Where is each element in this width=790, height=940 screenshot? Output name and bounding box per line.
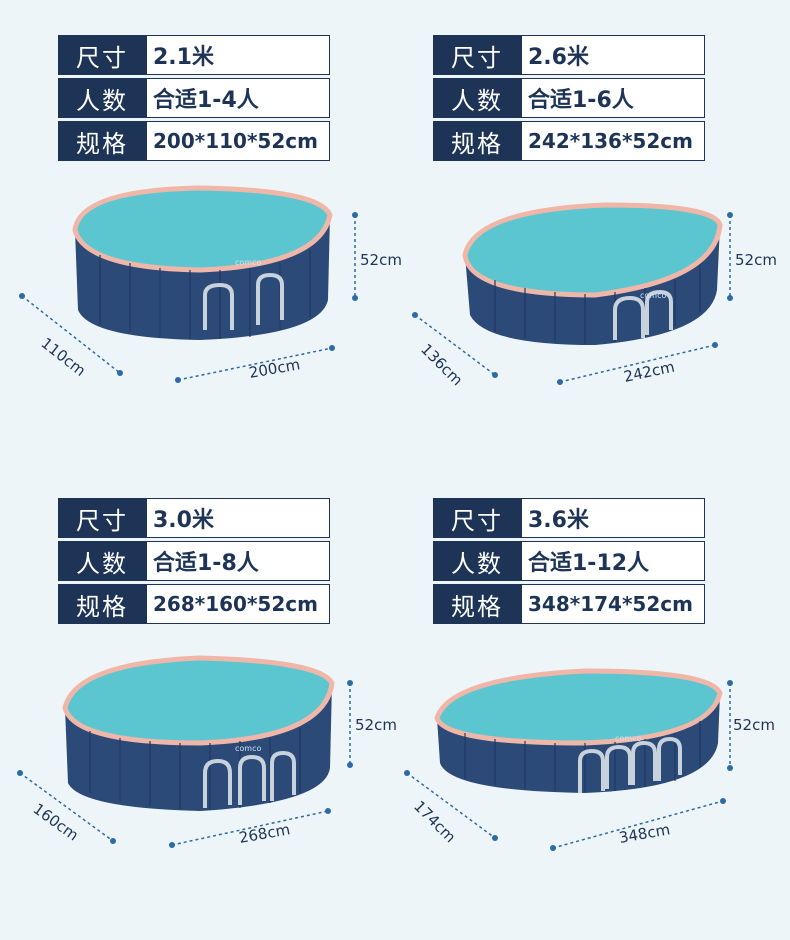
width-label: 174cm — [410, 797, 459, 846]
brand-logo: comco — [640, 291, 666, 300]
spec-table: 尺寸 3.0米 人数 合适1-8人 规格 268*160*52cm — [58, 498, 330, 627]
spec-value: 合适1-8人 — [146, 541, 330, 581]
pool-ladder — [203, 750, 296, 808]
dimension-lines — [412, 212, 733, 385]
pool-illustration: comco 52cm 136cm 242cm — [412, 202, 777, 389]
pool-body — [72, 185, 333, 340]
spec-value: 268*160*52cm — [146, 584, 330, 624]
pool-ladder — [613, 289, 673, 340]
spec-row-capacity: 人数 合适1-12人 — [433, 541, 705, 581]
spec-key: 人数 — [58, 541, 146, 581]
dimension-lines — [19, 212, 358, 383]
spec-value: 3.0米 — [146, 498, 330, 538]
spec-key: 规格 — [58, 121, 146, 161]
spec-key: 规格 — [433, 121, 521, 161]
length-label: 268cm — [238, 820, 292, 847]
spec-value: 合适1-6人 — [521, 78, 705, 118]
spec-table: 尺寸 2.6米 人数 合适1-6人 规格 242*136*52cm — [433, 35, 705, 164]
spec-row-capacity: 人数 合适1-6人 — [433, 78, 705, 118]
length-label: 200cm — [248, 355, 302, 382]
spec-value: 242*136*52cm — [521, 121, 705, 161]
brand-logo: comco — [235, 258, 261, 267]
pool-ladder — [578, 736, 682, 793]
spec-key: 尺寸 — [58, 35, 146, 75]
height-label: 52cm — [355, 716, 397, 734]
spec-row-dimensions: 规格 242*136*52cm — [433, 121, 705, 161]
pool-illustration: comco 52cm 160cm 268cm — [17, 655, 397, 848]
height-label: 52cm — [360, 251, 402, 269]
length-label: 242cm — [622, 358, 676, 386]
width-label: 160cm — [30, 800, 82, 845]
spec-key: 规格 — [433, 584, 521, 624]
dimension-lines — [404, 680, 733, 851]
spec-key: 规格 — [58, 584, 146, 624]
pool-panel-3-6m: 尺寸 3.6米 人数 合适1-12人 规格 348*174*52cm — [375, 465, 775, 935]
spec-table: 尺寸 2.1米 人数 合适1-4人 规格 200*110*52cm — [58, 35, 330, 164]
spec-row-size: 尺寸 3.6米 — [433, 498, 705, 538]
height-label: 52cm — [735, 251, 777, 269]
pool-panel-2-1m: 尺寸 2.1米 人数 合适1-4人 规格 200*110*52cm — [0, 0, 402, 470]
pool-body — [462, 202, 723, 345]
spec-row-size: 尺寸 2.1米 — [58, 35, 330, 75]
spec-value: 合适1-12人 — [521, 541, 705, 581]
spec-key: 人数 — [58, 78, 146, 118]
spec-key: 尺寸 — [58, 498, 146, 538]
spec-key: 尺寸 — [433, 498, 521, 538]
height-label: 52cm — [733, 716, 775, 734]
pool-illustration: comco 52cm 110cm 200cm — [19, 185, 402, 383]
spec-value: 合适1-4人 — [146, 78, 330, 118]
spec-value: 348*174*52cm — [521, 584, 705, 624]
pool-body — [434, 668, 723, 793]
spec-value: 2.6米 — [521, 35, 705, 75]
spec-key: 人数 — [433, 541, 521, 581]
spec-row-dimensions: 规格 268*160*52cm — [58, 584, 330, 624]
spec-value: 2.1米 — [146, 35, 330, 75]
dimension-lines — [17, 680, 353, 848]
pool-panel-2-6m: 尺寸 2.6米 人数 合适1-6人 规格 242*136*52cm — [375, 0, 777, 470]
spec-row-capacity: 人数 合适1-8人 — [58, 541, 330, 581]
pool-body — [62, 655, 335, 811]
pool-illustration: comco 52cm 174cm 348cm — [404, 668, 775, 851]
spec-row-size: 尺寸 3.0米 — [58, 498, 330, 538]
width-label: 110cm — [38, 334, 90, 380]
pool-panel-3-0m: 尺寸 3.0米 人数 合适1-8人 规格 268*160*52cm — [0, 465, 397, 935]
spec-row-capacity: 人数 合适1-4人 — [58, 78, 330, 118]
spec-key: 人数 — [433, 78, 521, 118]
brand-logo: comco — [615, 734, 641, 743]
brand-logo: comco — [235, 744, 261, 753]
spec-value: 200*110*52cm — [146, 121, 330, 161]
spec-row-dimensions: 规格 200*110*52cm — [58, 121, 330, 161]
spec-key: 尺寸 — [433, 35, 521, 75]
pool-ladder — [203, 272, 284, 330]
spec-row-size: 尺寸 2.6米 — [433, 35, 705, 75]
spec-row-dimensions: 规格 348*174*52cm — [433, 584, 705, 624]
length-label: 348cm — [618, 820, 672, 847]
spec-value: 3.6米 — [521, 498, 705, 538]
spec-table: 尺寸 3.6米 人数 合适1-12人 规格 348*174*52cm — [433, 498, 705, 627]
